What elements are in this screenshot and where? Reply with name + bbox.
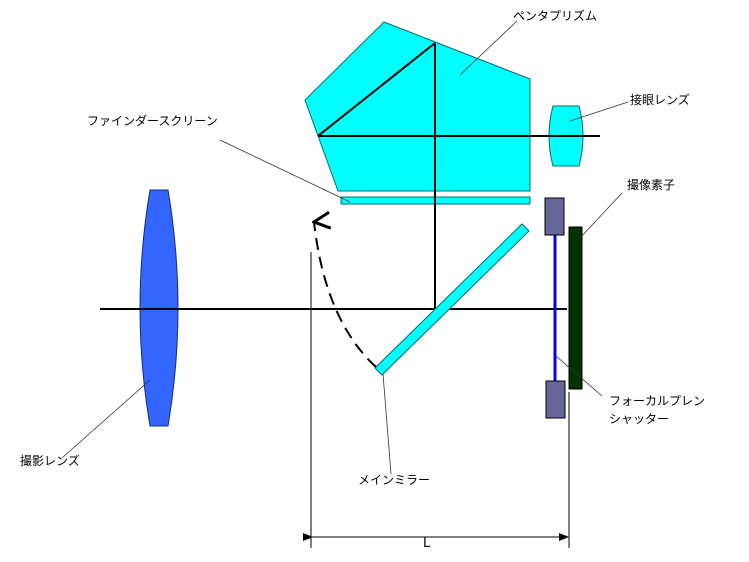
- label-image-sensor: 撮像素子: [627, 178, 676, 192]
- label-shutter-line1: フォーカルプレン: [609, 394, 706, 408]
- leader-lines: [61, 20, 629, 475]
- label-finder-screen: ファインダースクリーン: [87, 114, 218, 128]
- shutter-block-bottom: [545, 380, 566, 419]
- label-distance: L: [423, 536, 431, 551]
- pentaprism: [304, 21, 531, 192]
- label-shutter-line2: シャッター: [609, 412, 670, 426]
- label-pentaprism: ペンタプリズム: [513, 9, 598, 23]
- prism-ray-diagonal: [317, 42, 436, 137]
- image-sensor: [568, 226, 583, 390]
- main-mirror: [374, 223, 530, 376]
- label-taking-lens: 撮影レンズ: [20, 454, 80, 468]
- label-main-mirror: メインミラー: [358, 473, 431, 487]
- shutter-block-top: [544, 197, 565, 236]
- label-eyepiece: 接眼レンズ: [630, 93, 690, 107]
- mirror-swing-arrow: [314, 222, 377, 368]
